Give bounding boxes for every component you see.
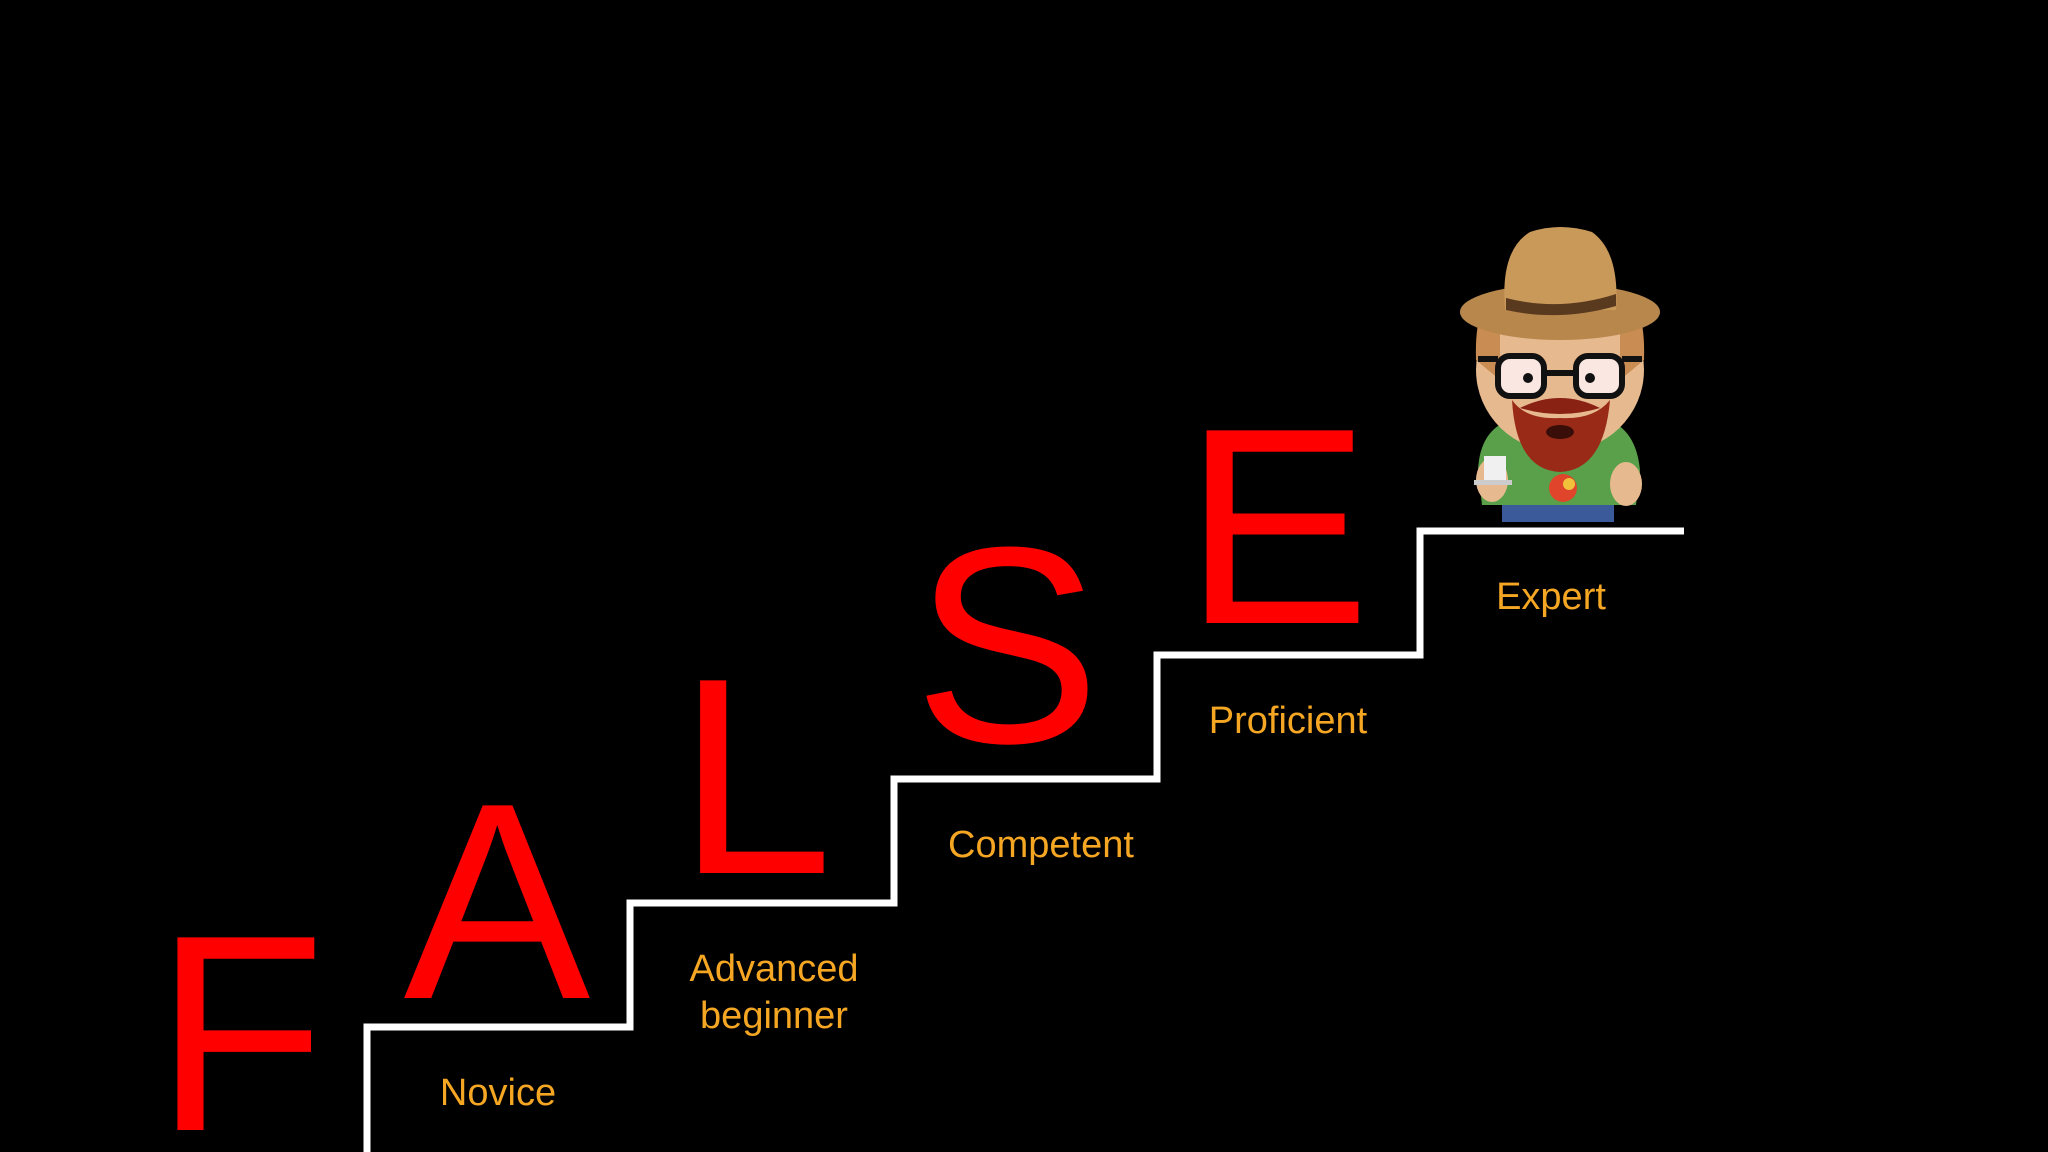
stage-label-competent: Competent <box>948 824 1134 866</box>
letter-e: E <box>1184 371 1371 683</box>
stage-label-proficient: Proficient <box>1209 700 1368 742</box>
letter-s: S <box>914 490 1101 802</box>
stage-label-expert: Expert <box>1496 576 1606 618</box>
stage-label-novice: Novice <box>440 1072 556 1114</box>
stage-label-advanced-line2: beginner <box>700 995 848 1037</box>
staircase-line <box>363 527 1684 1152</box>
stage-label-advanced-line1: Advanced <box>689 948 858 990</box>
letter-a: A <box>404 746 592 1058</box>
letter-f: F <box>154 878 325 1152</box>
letter-l: L <box>677 621 833 933</box>
bearded-man-with-hat-icon <box>1460 227 1660 522</box>
